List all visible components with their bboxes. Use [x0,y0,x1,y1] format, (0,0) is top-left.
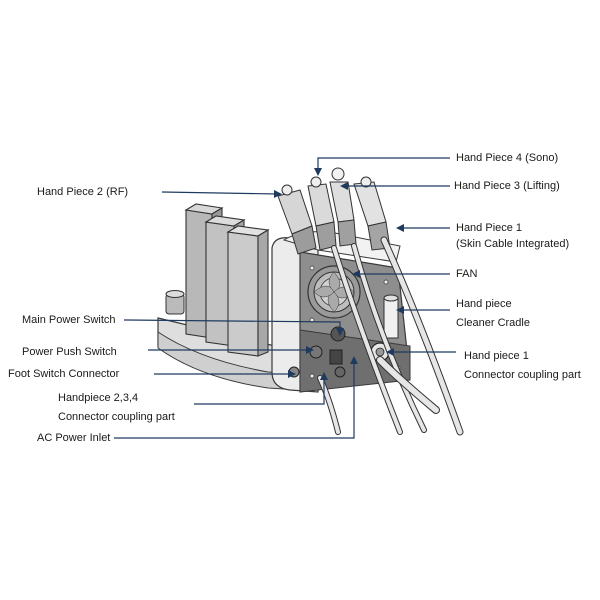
label-hp4: Hand Piece 4 (Sono) [456,152,559,164]
label-ac-inlet: AC Power Inlet [37,432,111,444]
leader-ac [114,360,355,439]
leader-arrowheads [274,168,404,380]
leader-hp234 [194,376,325,405]
panel-connectors [288,326,390,378]
cleaner-cradle [383,294,399,339]
leader-hp2 [161,191,279,195]
label-push-switch: Power Push Switch [22,346,117,358]
leader-hp4 [317,157,450,172]
label-hp1-connector: Hand piece 1 Connector coupling part [464,350,581,381]
handpieces [277,167,391,255]
label-hp234: Handpiece 2,3,4 Connector coupling part [58,392,175,423]
label-fan: FAN [456,268,478,280]
label-foot-switch: Foot Switch Connector [8,368,120,380]
label-hp2: Hand Piece 2 (RF) [37,186,129,198]
label-main-power: Main Power Switch [22,314,116,326]
cables [317,236,464,436]
label-hp3: Hand Piece 3 (Lifting) [454,180,560,192]
holders [184,203,270,357]
knob [165,290,185,315]
label-hp1: Hand Piece 1 (Skin Cable Integrated) [456,222,570,250]
label-cradle: Hand piece Cleaner Cradle [456,298,530,329]
